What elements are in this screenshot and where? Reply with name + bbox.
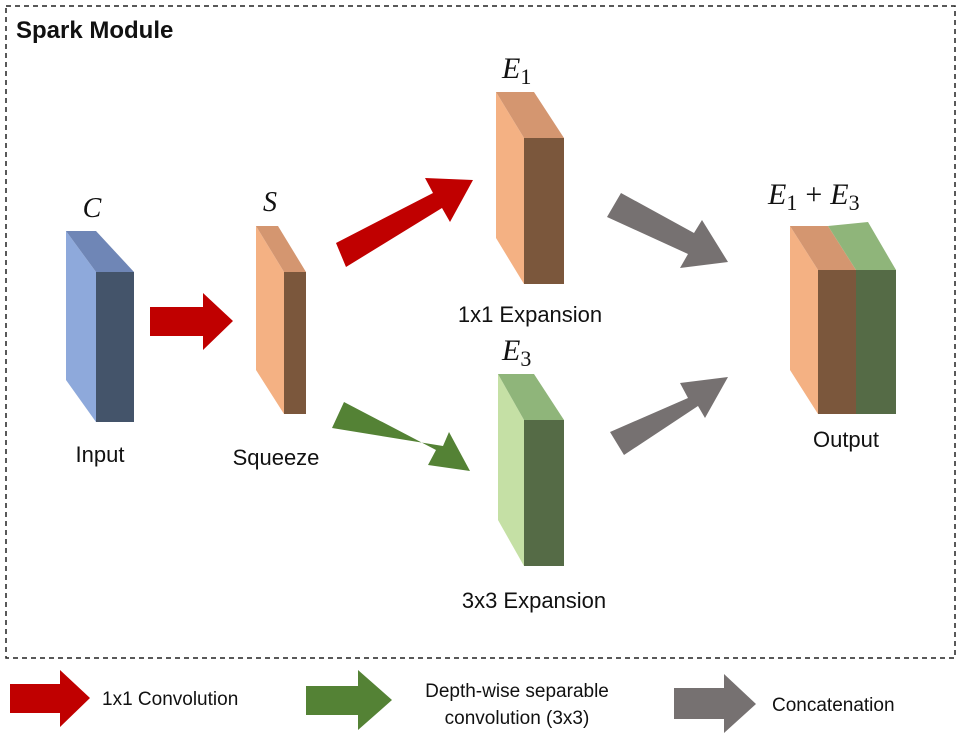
output-block-side-e1 xyxy=(818,270,856,414)
e3-symbol: E3 xyxy=(501,334,531,371)
e3-label: 3x3 Expansion xyxy=(462,588,606,613)
e1-label: 1x1 Expansion xyxy=(458,302,602,327)
e1-block-face xyxy=(496,92,524,284)
output-block-face xyxy=(790,226,818,414)
input-block-side xyxy=(96,272,134,422)
squeeze-label: Squeeze xyxy=(233,445,320,470)
module-title: Spark Module xyxy=(16,17,173,44)
legend-text-conv1x1: 1x1 Convolution xyxy=(102,689,238,710)
e1-block-side xyxy=(524,138,564,284)
output-block-top-e1 xyxy=(790,226,856,270)
input-block-top xyxy=(66,231,134,272)
output-block-top-e3 xyxy=(828,222,896,270)
input-label: Input xyxy=(76,442,125,467)
legend-arrow-concat xyxy=(674,674,756,733)
legend-text-depthwise-line2: convolution (3x3) xyxy=(445,708,590,729)
input-block-face xyxy=(66,231,96,422)
e3-block-face xyxy=(498,374,524,566)
e1-block-top xyxy=(496,92,564,138)
module-frame xyxy=(5,5,956,659)
arrow-e1-to-output xyxy=(607,193,728,268)
arrow-input-to-squeeze xyxy=(150,293,233,350)
output-label: Output xyxy=(813,427,879,452)
output-block-side-e3 xyxy=(856,270,896,414)
squeeze-block-top xyxy=(256,226,306,272)
legend-text-depthwise-line1: Depth-wise separable xyxy=(425,681,609,702)
e3-block-top xyxy=(498,374,564,420)
squeeze-block xyxy=(256,226,306,414)
e3-block-side xyxy=(524,420,564,566)
input-block xyxy=(66,231,134,422)
e1-symbol: E1 xyxy=(501,52,531,89)
e1-block xyxy=(496,92,564,284)
arrow-squeeze-to-e1 xyxy=(336,178,473,267)
legend-arrow-conv1x1 xyxy=(10,670,90,727)
squeeze-symbol: S xyxy=(263,187,277,218)
output-block xyxy=(790,222,896,414)
arrow-squeeze-to-e3 xyxy=(332,402,470,471)
legend: 1x1 Convolution Depth-wise separable con… xyxy=(10,670,895,733)
squeeze-block-side xyxy=(284,272,306,414)
legend-text-concat: Concatenation xyxy=(772,695,895,716)
input-symbol: C xyxy=(83,193,102,224)
squeeze-block-face xyxy=(256,226,284,414)
arrow-e3-to-output xyxy=(610,377,728,455)
output-symbol: E1+E3 xyxy=(767,178,860,215)
e3-block xyxy=(498,374,564,566)
legend-arrow-depthwise xyxy=(306,670,392,730)
